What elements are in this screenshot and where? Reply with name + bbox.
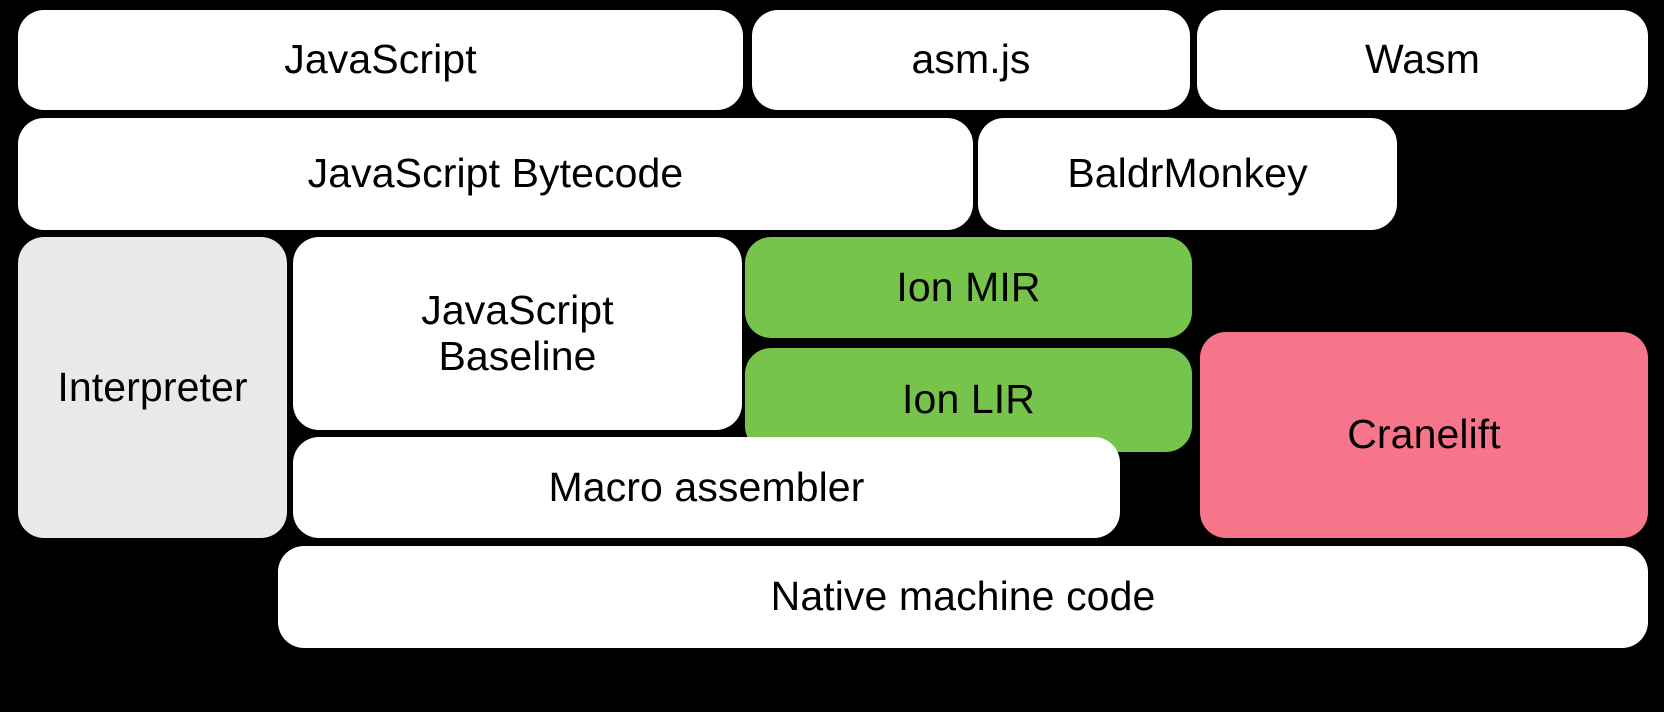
node-asm-js[interactable]: asm.js [752,10,1190,110]
node-interpreter[interactable]: Interpreter [18,237,287,538]
node-javascript-bytecode[interactable]: JavaScript Bytecode [18,118,973,230]
node-baldrmonkey[interactable]: BaldrMonkey [978,118,1397,230]
node-macro-assembler[interactable]: Macro assembler [293,437,1120,538]
node-javascript-baseline[interactable]: JavaScript Baseline [293,237,742,430]
node-ion-lir[interactable]: Ion LIR [745,348,1192,452]
node-cranelift[interactable]: Cranelift [1200,332,1648,538]
node-native-machine-code[interactable]: Native machine code [278,546,1648,648]
node-javascript[interactable]: JavaScript [18,10,743,110]
node-wasm[interactable]: Wasm [1197,10,1648,110]
node-ion-mir[interactable]: Ion MIR [745,237,1192,338]
